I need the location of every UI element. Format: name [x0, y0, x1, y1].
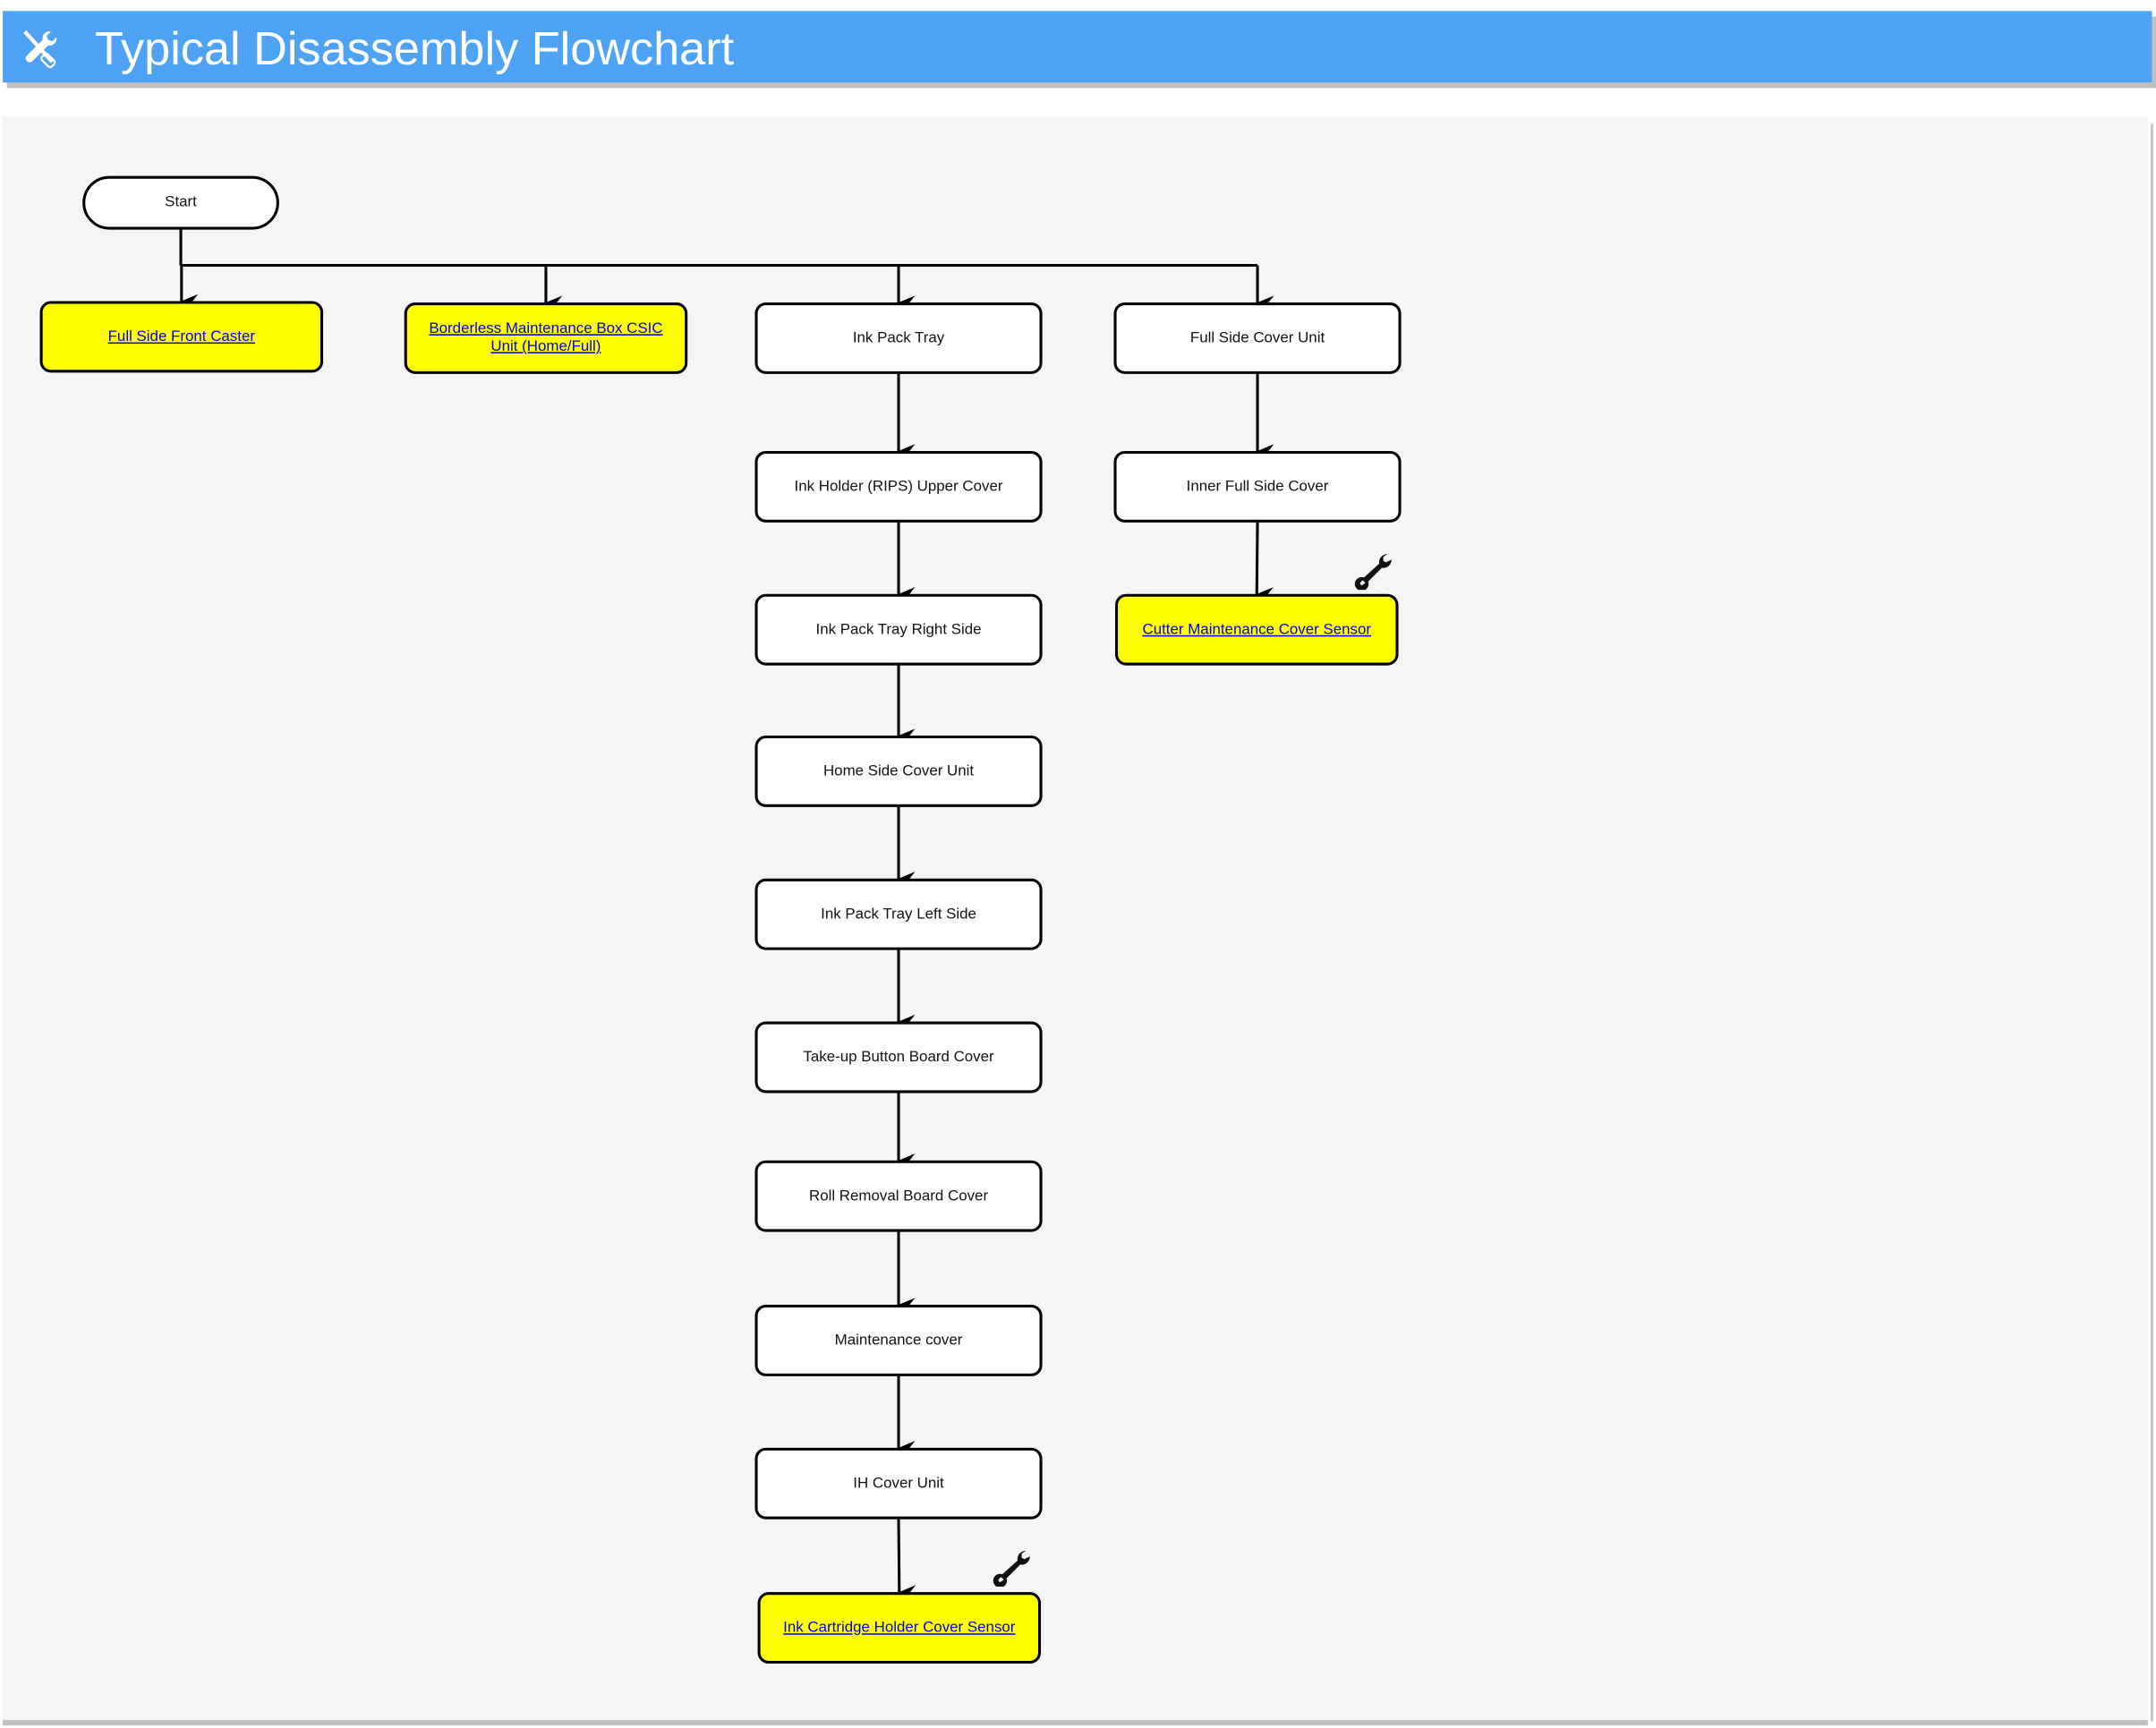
- page-title: Typical Disassembly Flowchart: [95, 23, 735, 76]
- flow-node-maintenance-cover: Maintenance cover: [754, 1305, 1043, 1376]
- flow-node-cutter-maintenance-cover-sensor[interactable]: Cutter Maintenance Cover Sensor: [1115, 593, 1399, 666]
- tools-icon: [23, 30, 57, 69]
- flow-node-ih-cover-unit: IH Cover Unit: [754, 1447, 1043, 1519]
- node-link[interactable]: Cutter Maintenance Cover Sensor: [1142, 620, 1372, 638]
- flow-node-ink-cartridge-holder-cover-sensor[interactable]: Ink Cartridge Holder Cover Sensor: [757, 1592, 1042, 1664]
- flow-node-ink-pack-tray: Ink Pack Tray: [754, 302, 1043, 374]
- node-label: Maintenance cover: [834, 1332, 963, 1349]
- node-link[interactable]: Full Side Front Caster: [107, 328, 255, 345]
- node-label: Roll Removal Board Cover: [809, 1187, 989, 1204]
- node-label: Take-up Button Board Cover: [803, 1048, 994, 1065]
- node-label: Inner Full Side Cover: [1186, 477, 1329, 495]
- node-label: Full Side Cover Unit: [1189, 328, 1325, 346]
- node-link[interactable]: Ink Cartridge Holder Cover Sensor: [783, 1619, 1016, 1636]
- header-bar: Typical Disassembly Flowchart: [3, 11, 2152, 83]
- node-link[interactable]: Borderless Maintenance Box CSIC Unit (Ho…: [429, 319, 663, 355]
- flowchart-canvas: [3, 116, 2148, 1726]
- node-label: Ink Holder (RIPS) Upper Cover: [794, 477, 1003, 495]
- flow-node-full-side-front-caster[interactable]: Full Side Front Caster: [39, 301, 324, 373]
- wrench-icon: [1354, 554, 1392, 591]
- flow-node-roll-removal-board-cover: Roll Removal Board Cover: [754, 1160, 1043, 1232]
- wrench-icon: [993, 1551, 1030, 1588]
- flow-node-full-side-cover-unit: Full Side Cover Unit: [1113, 302, 1402, 374]
- flow-node-ink-holder-rips-upper-cover: Ink Holder (RIPS) Upper Cover: [754, 450, 1043, 523]
- flow-node-ink-pack-tray-left-side: Ink Pack Tray Left Side: [754, 878, 1043, 950]
- flow-node-borderless-maintenance-box-csic-unit-home-full[interactable]: Borderless Maintenance Box CSIC Unit (Ho…: [404, 302, 688, 374]
- flow-node-take-up-button-board-cover: Take-up Button Board Cover: [754, 1021, 1043, 1094]
- flow-node-inner-full-side-cover: Inner Full Side Cover: [1113, 450, 1402, 523]
- node-label: Start: [165, 193, 197, 211]
- node-label: Ink Pack Tray: [852, 328, 945, 346]
- node-label: Ink Pack Tray Left Side: [821, 905, 976, 923]
- flow-node-start: Start: [82, 175, 279, 230]
- flow-node-ink-pack-tray-right-side: Ink Pack Tray Right Side: [754, 593, 1043, 666]
- scrollbar-edge: [2150, 123, 2154, 1722]
- node-label: Ink Pack Tray Right Side: [815, 620, 982, 638]
- node-label: Home Side Cover Unit: [822, 762, 975, 779]
- flow-node-home-side-cover-unit: Home Side Cover Unit: [754, 735, 1043, 807]
- node-label: IH Cover Unit: [853, 1474, 944, 1492]
